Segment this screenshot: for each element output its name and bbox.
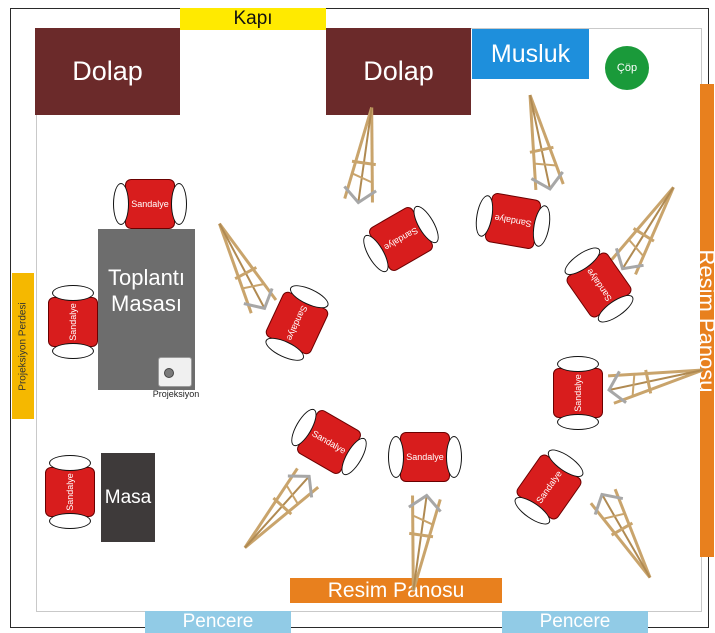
trash-bin-label: Çöp xyxy=(616,62,638,74)
chair: Sandalye xyxy=(386,426,464,488)
cabinet-left-label: Dolap xyxy=(72,56,143,86)
chair-label: Sandalye xyxy=(68,303,78,341)
easel-icon xyxy=(607,368,704,405)
window-left-label: Pencere xyxy=(182,611,254,632)
chair-label: Sandalye xyxy=(573,374,583,412)
cabinet-right: Dolap xyxy=(326,28,471,115)
meeting-table-label-line2: Masası xyxy=(111,290,182,316)
desk-label: Masa xyxy=(104,486,152,508)
window-left: Pencere xyxy=(145,611,291,633)
chair: Sandalye xyxy=(111,173,189,235)
picture-board-right: Resim Panosu xyxy=(695,84,715,557)
chair: Sandalye xyxy=(42,283,104,361)
chair: Sandalye xyxy=(547,354,609,432)
chair: Sandalye xyxy=(469,184,557,259)
easel-icon xyxy=(243,467,320,549)
easel-icon xyxy=(589,488,652,579)
cabinet-left: Dolap xyxy=(35,28,180,115)
easel-icon xyxy=(343,107,377,205)
chair-label: Sandalye xyxy=(131,199,169,209)
sink: Musluk xyxy=(472,29,589,79)
projection-screen: Projeksiyon Perdesi xyxy=(12,273,34,419)
picture-board-bottom-label: Resim Panosu xyxy=(327,578,465,602)
chair-label: Sandalye xyxy=(65,473,75,511)
projector-label: Projeksiyon xyxy=(152,389,200,399)
chair-label: Sandalye xyxy=(406,452,444,462)
cabinet-right-label: Dolap xyxy=(363,56,434,86)
meeting-table-label-line1: Toplantı xyxy=(107,265,186,291)
door: Kapı xyxy=(180,8,326,30)
trash-bin: Çöp xyxy=(605,46,649,90)
chair-label: Sandalye xyxy=(493,212,533,230)
easel-icon xyxy=(408,493,442,591)
door-label: Kapı xyxy=(233,8,273,29)
easel-icon xyxy=(610,186,675,276)
picture-board-bottom: Resim Panosu xyxy=(290,578,502,603)
chair: Sandalye xyxy=(39,453,101,531)
projector-icon xyxy=(158,357,192,387)
projection-screen-label: Projeksiyon Perdesi xyxy=(17,301,29,391)
easel-icon xyxy=(528,94,565,191)
window-right-label: Pencere xyxy=(539,611,611,632)
desk: Masa xyxy=(101,453,155,542)
window-right: Pencere xyxy=(502,611,648,633)
sink-label: Musluk xyxy=(490,39,571,68)
easel-icon xyxy=(218,222,278,314)
